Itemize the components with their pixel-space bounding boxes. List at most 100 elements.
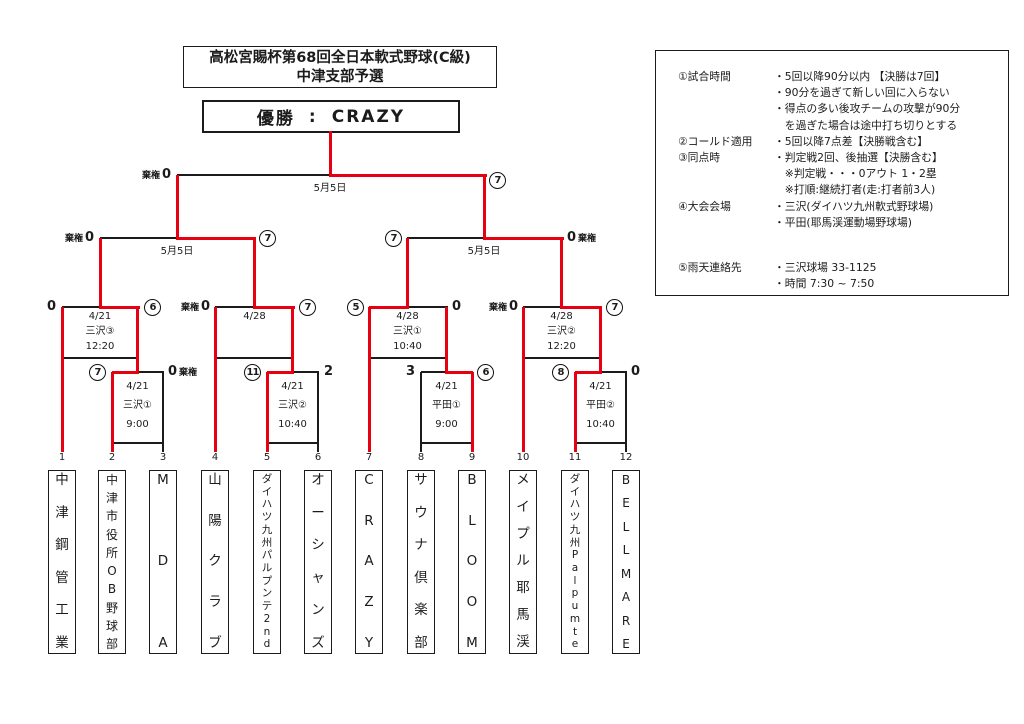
r1c-right-score: 6 [477, 364, 494, 381]
bracket-line [405, 238, 409, 309]
team-number: 3 [159, 452, 167, 463]
match-r1c-label: 4/21 平田① 9:00 [421, 377, 472, 434]
team-number: 2 [108, 452, 116, 463]
match-r1d-label: 4/21 平田② 10:40 [575, 377, 626, 434]
bracket-line [253, 305, 295, 309]
bracket-line [110, 372, 114, 452]
champion-label: 優勝 [256, 109, 295, 129]
team-name-char: B [467, 472, 477, 488]
match-venue: 三沢① [393, 326, 422, 337]
team-name-char: 倶 [414, 569, 428, 586]
info-row-text: ※打順:継続打者(走:打者前3人) [774, 183, 936, 197]
match-time: 9:00 [435, 419, 458, 430]
champion-name: CRAZY [331, 106, 406, 127]
match-time: 10:40 [393, 341, 422, 352]
bracket-line [369, 357, 447, 359]
info-row-text: ・時間 7:30 ~ 7:50 [774, 277, 875, 291]
bracket-line [484, 236, 564, 240]
info-row: ・90分を過ぎて新しい回に入らない [678, 85, 998, 101]
qf2-right-score: 7 [299, 299, 316, 316]
team-name-char: M [157, 472, 169, 488]
team-box-8: サウナ倶楽部 [407, 470, 435, 654]
bracket-line [573, 372, 577, 452]
team-name-char: O [466, 593, 478, 610]
match-venue: 三沢① [123, 400, 152, 411]
bracket-line [407, 306, 448, 308]
match-date: 4/28 [243, 311, 266, 322]
info-row-text: ・5回以降7点差【決勝戦含む】 [774, 134, 929, 148]
info-row: ②コールド適用・5回以降7点差【決勝戦含む】 [678, 134, 998, 150]
info-row: ①試合時間・5回以降90分以内 【決勝は7回】 [678, 69, 998, 85]
bracket-line [330, 173, 487, 177]
bracket-line [446, 370, 473, 374]
bracket-line [561, 305, 602, 309]
team-name-char: 馬 [516, 607, 530, 624]
team-name-char: 球 [105, 618, 118, 633]
bracket-line [62, 357, 138, 359]
bracket-line [175, 175, 179, 240]
team-number: 11 [568, 452, 582, 463]
match-final-date: 5月5日 [313, 183, 347, 194]
match-qf1-label: 4/21 三沢③ 12:20 [62, 309, 138, 354]
info-row: ・平田(耶馬渓運動場野球場) [678, 215, 998, 231]
bracket-line [176, 236, 256, 240]
bracket-line [112, 442, 164, 444]
team-name-char: プ [516, 526, 530, 543]
team-name-char: 中 [105, 473, 118, 487]
bracket-line [421, 442, 473, 444]
info-row-label [678, 118, 774, 134]
team-name-char: m [569, 612, 581, 625]
team-name-char: p [571, 587, 579, 600]
info-row-text: ・得点の多い後攻チームの攻撃が90分 [774, 102, 961, 116]
bracket-line [98, 238, 102, 309]
match-qf3-label: 4/28 三沢① 10:40 [369, 309, 446, 354]
info-row: ※打順:継続打者(走:打者前3人) [678, 182, 998, 198]
team-name-char: ク [208, 553, 222, 570]
info-row-text: を過ぎた場合は途中打ち切りとする [774, 118, 958, 132]
team-name-char: 部 [414, 634, 428, 651]
info-row-label [678, 182, 774, 198]
team-name-char: ダ [569, 473, 581, 485]
team-name-char: テ [261, 600, 273, 613]
team-name-char: R [621, 613, 631, 628]
match-time: 10:40 [586, 419, 615, 430]
match-date: 4/28 [396, 311, 419, 322]
match-date: 4/21 [88, 311, 112, 322]
match-qf4-label: 4/28 三沢② 12:20 [523, 309, 600, 354]
title-line1: 高松宮賜杯第68回全日本軟式野球(C級) [209, 50, 471, 66]
team-name-char: d [263, 638, 271, 651]
tournament-title: 高松宮賜杯第68回全日本軟式野球(C級) 中津支部予選 [183, 46, 497, 88]
bracket-line [137, 371, 164, 373]
team-name-char: ハ [261, 498, 273, 511]
match-date: 4/21 [435, 381, 458, 392]
bracket-line [521, 307, 525, 452]
info-row: ・得点の多い後攻チームの攻撃が90分 [678, 101, 998, 117]
bracket-line [62, 306, 101, 308]
info-row: を過ぎた場合は途中打ち切りとする [678, 118, 998, 134]
r1d-right-score: 0 [631, 364, 641, 379]
bracket-line [112, 370, 139, 374]
team-name-char: ダ [261, 473, 273, 485]
team-name-char: ャ [311, 569, 325, 586]
info-row-label [678, 101, 774, 117]
team-name-char: Z [364, 593, 374, 610]
team-name-char: サ [414, 472, 428, 488]
bracket-line [317, 372, 319, 452]
team-name-char: 津 [105, 491, 118, 506]
team-name-char: イ [261, 485, 273, 498]
match-qf2-label: 4/28 [216, 309, 293, 324]
team-name-char: e [571, 638, 579, 651]
team-name-char: C [364, 472, 374, 488]
match-r1b-label: 4/21 三沢② 10:40 [267, 377, 318, 434]
team-name-char: L [622, 519, 630, 534]
team-box-10: メイプル耶馬渓 [509, 470, 537, 654]
bracket-line [523, 357, 601, 359]
team-number: 4 [211, 452, 219, 463]
